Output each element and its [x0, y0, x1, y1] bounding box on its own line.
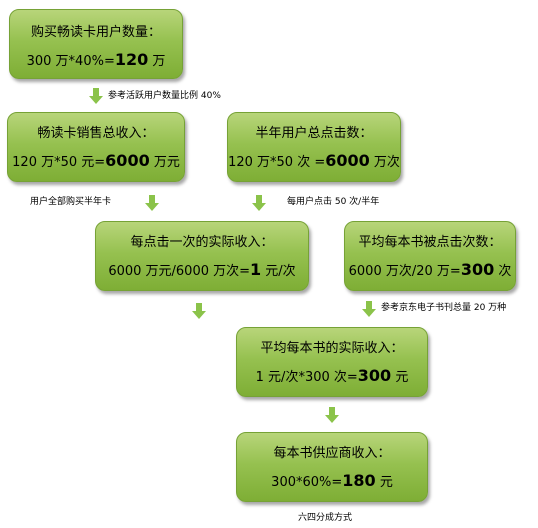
box-clicks-per-book: 平均每本书被点击次数： 6000 万次/20 万=300 次 — [344, 221, 516, 291]
box-half-year-clicks-result: 6000 — [325, 151, 370, 170]
box-half-year-clicks-pre: 120 万*50 次 = — [228, 155, 326, 170]
box-income-per-book-pre: 1 元/次*300 次= — [255, 370, 358, 385]
box-income-per-book-title: 平均每本书的实际收入： — [260, 341, 404, 356]
box-clicks-per-book-pre: 6000 万次/20 万= — [348, 264, 461, 279]
down-arrow-icon — [89, 88, 103, 104]
down-arrow-icon — [192, 303, 206, 319]
box-supplier-income: 每本书供应商收入： 300*60%=180 元 — [236, 432, 428, 502]
note-all-buy: 用户全部购买半年卡 — [30, 197, 112, 207]
box-clicks-per-book-unit: 次 — [494, 264, 512, 279]
box-card-sales-pre: 120 万*50 元= — [12, 155, 106, 170]
down-arrow-icon — [325, 407, 339, 423]
box-clicks-per-book-result: 300 — [460, 260, 495, 279]
box-per-click-income-pre: 6000 万元/6000 万次= — [108, 264, 251, 279]
box-income-per-book-unit: 元 — [391, 370, 409, 385]
box-buyers-title: 购买畅读卡用户数量： — [30, 25, 161, 40]
box-per-click-income-formula: 6000 万元/6000 万次=1 元/次 — [96, 260, 308, 282]
box-card-sales-title: 畅读卡销售总收入： — [37, 126, 155, 141]
box-supplier-income-pre: 300*60%= — [271, 475, 343, 490]
box-per-click-income-unit: 元/次 — [261, 264, 296, 279]
box-supplier-income-formula: 300*60%=180 元 — [237, 471, 427, 493]
box-per-click-income: 每点击一次的实际收入： 6000 万元/6000 万次=1 元/次 — [95, 221, 309, 291]
down-arrow-icon — [252, 195, 266, 211]
box-buyers-formula: 300 万*40%=120 万 — [10, 50, 182, 72]
down-arrow-icon — [362, 301, 376, 317]
box-half-year-clicks-formula: 120 万*50 次 =6000 万次 — [228, 151, 400, 173]
box-clicks-per-book-formula: 6000 万次/20 万=300 次 — [345, 260, 515, 282]
box-buyers: 购买畅读卡用户数量： 300 万*40%=120 万 — [9, 9, 183, 79]
box-per-click-income-title: 每点击一次的实际收入： — [130, 235, 274, 250]
box-income-per-book-formula: 1 元/次*300 次=300 元 — [237, 366, 427, 388]
box-half-year-clicks-unit: 万次 — [369, 155, 400, 170]
box-income-per-book-result: 300 — [357, 366, 392, 385]
box-per-click-income-result: 1 — [250, 260, 262, 279]
box-card-sales-result: 6000 — [105, 151, 150, 170]
box-card-sales: 畅读卡销售总收入： 120 万*50 元=6000 万元 — [7, 112, 185, 182]
box-supplier-income-unit: 元 — [375, 475, 393, 490]
box-buyers-pre: 300 万*40%= — [26, 54, 115, 69]
box-buyers-result: 120 — [114, 50, 149, 69]
box-supplier-income-title: 每本书供应商收入： — [273, 446, 391, 461]
box-income-per-book: 平均每本书的实际收入： 1 元/次*300 次=300 元 — [236, 327, 428, 397]
down-arrow-icon — [145, 195, 159, 211]
note-split: 六四分成方式 — [298, 513, 353, 523]
box-buyers-unit: 万 — [148, 54, 166, 69]
box-supplier-income-result: 180 — [342, 471, 376, 490]
box-card-sales-unit: 万元 — [149, 155, 180, 170]
box-half-year-clicks: 半年用户总点击数： 120 万*50 次 =6000 万次 — [227, 112, 401, 182]
box-clicks-per-book-title: 平均每本书被点击次数： — [358, 235, 502, 250]
note-clicks-per-half-year: 每用户点击 50 次/半年 — [287, 197, 380, 207]
note-jd-reference: 参考京东电子书刊总量 20 万种 — [381, 303, 507, 313]
box-card-sales-formula: 120 万*50 元=6000 万元 — [8, 151, 184, 173]
note-active-ratio: 参考活跃用户数量比例 40% — [108, 91, 221, 101]
box-half-year-clicks-title: 半年用户总点击数： — [255, 126, 373, 141]
